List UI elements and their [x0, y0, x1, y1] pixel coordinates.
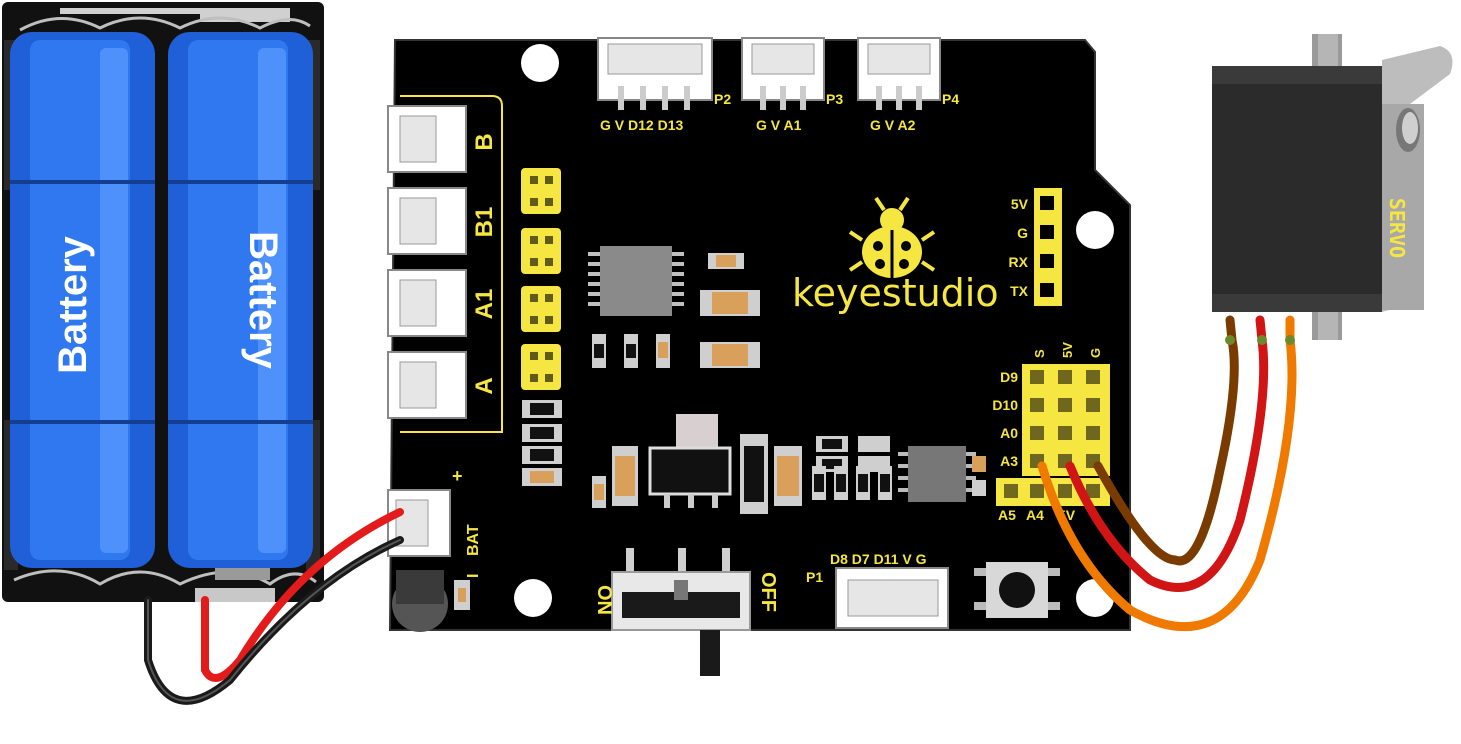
bat-label: BAT	[465, 524, 482, 556]
p1-label: P1	[806, 569, 823, 585]
battery-cell-left: Battery	[10, 32, 155, 568]
bat-minus-label: I	[465, 574, 482, 578]
connector-p2[interactable]	[597, 37, 713, 110]
motor-port-a[interactable]	[387, 351, 467, 419]
servo-label: SERVO	[1385, 198, 1409, 258]
power-switch[interactable]	[611, 548, 751, 676]
smd-components	[522, 253, 986, 514]
motor-b-label: B	[471, 133, 498, 150]
p3-pins: G V A1	[756, 117, 802, 133]
uart-rx-label: RX	[1009, 254, 1029, 270]
servo-row-d10: D10	[992, 397, 1018, 413]
keyestudio-ladybug-logo	[848, 196, 936, 278]
servo-col-5v: 5V	[1060, 342, 1075, 358]
servo-col-g: G	[1088, 348, 1103, 358]
battery-cell-right: Battery	[168, 32, 313, 568]
battery-left-label: Battery	[51, 235, 95, 374]
p2-pins: G V D12 D13	[600, 117, 683, 133]
uart-header[interactable]	[1034, 188, 1062, 306]
brand-name: keyestudio	[792, 271, 999, 315]
motor-port-a1[interactable]	[387, 269, 467, 337]
motor-driver-chip	[588, 246, 684, 316]
p4-label: P4	[942, 91, 959, 107]
connector-p4[interactable]	[857, 37, 941, 110]
p1-pins: D8 D7 D11 V G	[830, 551, 927, 567]
motor-a1-label: A1	[471, 289, 498, 320]
reset-button[interactable]	[974, 562, 1060, 618]
wires	[144, 315, 1297, 705]
servo-row-d9: D9	[1000, 369, 1018, 385]
servo-bottom-a5: A5	[998, 507, 1016, 523]
servo-col-s: S	[1032, 349, 1047, 358]
switch-on-label: ON	[593, 585, 615, 615]
p3-label: P3	[826, 91, 843, 107]
connector-p3[interactable]	[741, 37, 825, 110]
uart-tx-label: TX	[1010, 283, 1029, 299]
servo-bottom-a4: A4	[1026, 507, 1044, 523]
servo-row-a0: A0	[1000, 425, 1018, 441]
battery-holder: Battery Battery	[2, 2, 324, 602]
motor-port-b[interactable]	[387, 105, 467, 173]
uart-5v-label: 5V	[1011, 196, 1029, 212]
servo-row-a3: A3	[1000, 453, 1018, 469]
motor-b1-label: B1	[471, 207, 498, 238]
servo-motor: SERVO	[1212, 34, 1453, 340]
p2-label: P2	[714, 91, 731, 107]
uart-g-label: G	[1017, 225, 1028, 241]
bat-connector[interactable]	[387, 489, 451, 557]
connector-p1[interactable]	[835, 567, 949, 629]
motor-a-label: A	[471, 377, 498, 394]
battery-right-label: Battery	[241, 231, 285, 370]
bat-plus-label: +	[452, 466, 463, 486]
motor-port-b1[interactable]	[387, 187, 467, 255]
p4-pins: G V A2	[870, 117, 916, 133]
driver-board: P2 P3 P4 G V D12 D13 G V A1 G V A2 B B1 …	[387, 37, 1131, 676]
switch-off-label: OFF	[757, 572, 779, 612]
